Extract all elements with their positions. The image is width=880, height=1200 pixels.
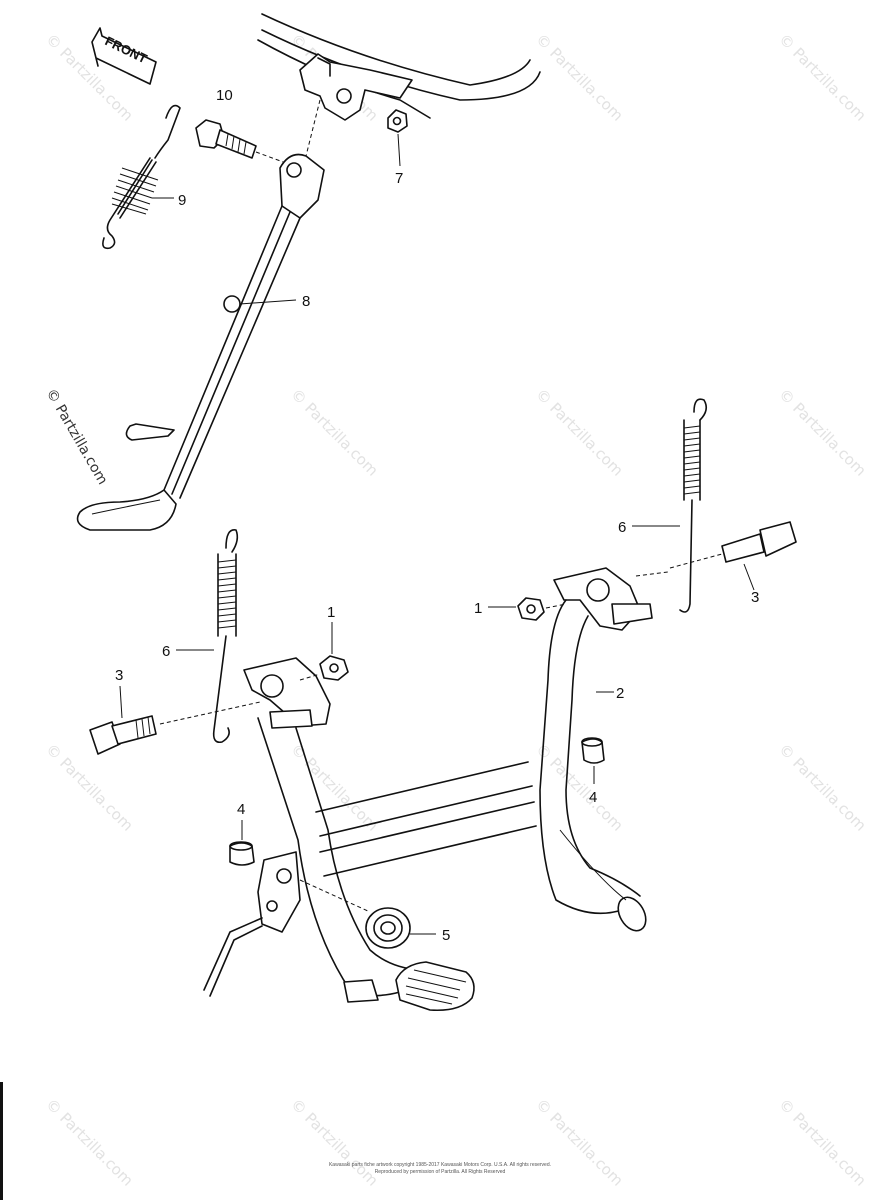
callout-5: 5	[442, 927, 450, 944]
nut-1-left	[299, 622, 349, 681]
watermark-10: © Partzilla.com	[532, 740, 627, 835]
callout-2: 2	[616, 685, 624, 702]
left-edge-bar	[0, 1082, 3, 1200]
callout-3-left: 3	[115, 667, 123, 684]
nut-7	[387, 109, 408, 167]
nut-1-right	[488, 597, 567, 621]
callouts: 10 9 7 8 6 3 1 1 2 6 3 4 4 5	[115, 87, 759, 944]
watermark-12: © Partzilla.com	[42, 1095, 137, 1190]
callout-1-right: 1	[474, 600, 482, 617]
side-stand-8	[76, 99, 325, 531]
watermark-15: © Partzilla.com	[775, 1095, 870, 1190]
callout-4-left: 4	[237, 801, 245, 818]
callout-8: 8	[302, 293, 310, 310]
callout-10: 10	[216, 87, 233, 104]
roller-5	[365, 907, 436, 949]
watermark-dark: © Partzilla.com	[43, 386, 111, 488]
spring-6-right	[632, 398, 708, 613]
watermark-8: © Partzilla.com	[42, 740, 137, 835]
pin-3-right	[635, 521, 797, 591]
spring-9	[102, 104, 181, 250]
watermark-4: © Partzilla.com	[775, 30, 870, 125]
watermark-9: © Partzilla.com	[287, 740, 382, 835]
frame-section	[257, 13, 541, 121]
spring-6-left	[176, 529, 239, 744]
watermark-7: © Partzilla.com	[775, 385, 870, 480]
watermark-5: © Partzilla.com	[287, 385, 382, 480]
cap-4-left	[229, 820, 255, 866]
cap-4-right	[581, 737, 605, 784]
watermark-6: © Partzilla.com	[532, 385, 627, 480]
callout-3-right: 3	[751, 589, 759, 606]
bolt-10	[195, 119, 295, 167]
watermark-13: © Partzilla.com	[287, 1095, 382, 1190]
pin-3-left	[89, 685, 157, 755]
watermark-11: © Partzilla.com	[775, 740, 870, 835]
watermark-3: © Partzilla.com	[532, 30, 627, 125]
callout-1-left: 1	[327, 604, 335, 621]
watermark-layer: © Partzilla.com © Partzilla.com © Partzi…	[42, 30, 870, 1190]
callout-6-left: 6	[162, 643, 170, 660]
callout-6-right: 6	[618, 519, 626, 536]
footer-permission: Reproduced by permission of Partzilla. A…	[375, 1169, 506, 1175]
callout-7: 7	[395, 170, 403, 187]
callout-9: 9	[178, 192, 186, 209]
footer: Kawasaki parts fiche artwork copyright 1…	[329, 1162, 551, 1175]
footer-copyright: Kawasaki parts fiche artwork copyright 1…	[329, 1162, 551, 1168]
center-stand-2	[159, 567, 653, 1012]
callout-4-right: 4	[589, 789, 597, 806]
watermark-14: © Partzilla.com	[532, 1095, 627, 1190]
